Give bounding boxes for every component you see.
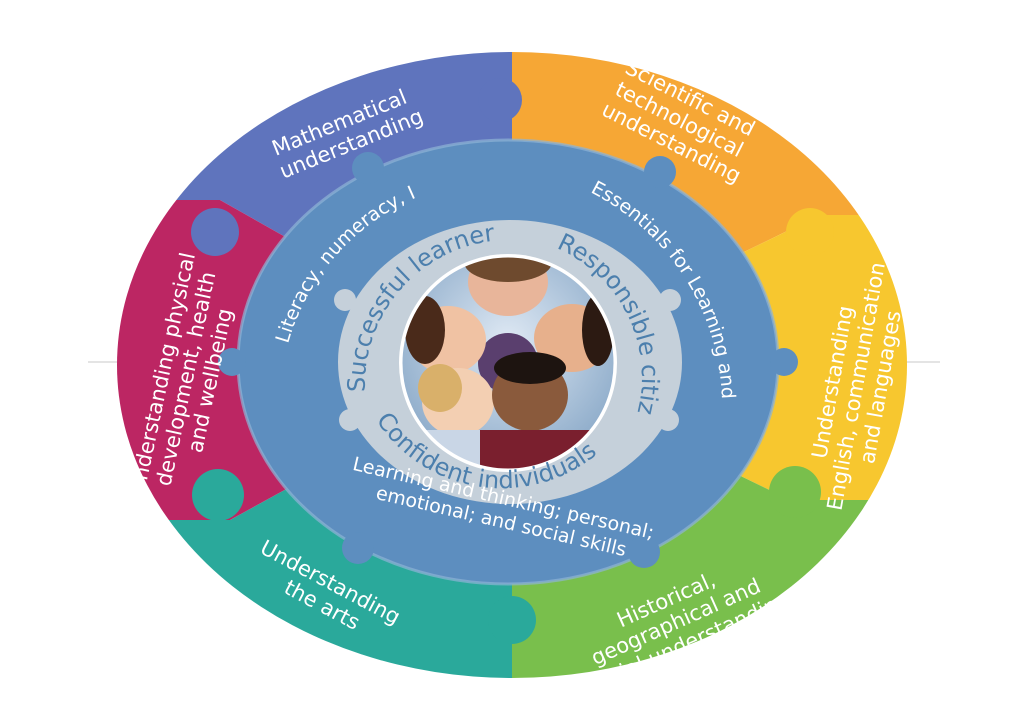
puzzle-knob xyxy=(488,596,536,644)
puzzle-knob xyxy=(478,78,522,122)
puzzle-knob xyxy=(769,466,821,518)
puzzle-knob xyxy=(786,208,834,256)
puzzle-knob xyxy=(192,469,244,521)
